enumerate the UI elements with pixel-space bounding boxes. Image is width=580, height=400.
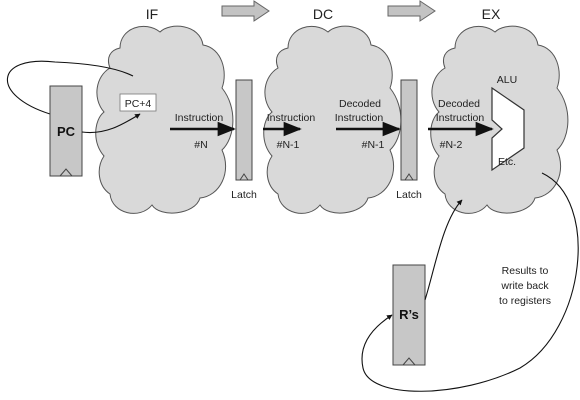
pc-feedback-loop — [6, 60, 134, 115]
pc-plus-4-label: PC+4 — [125, 98, 152, 110]
flow-3-line2: Instruction — [436, 112, 485, 124]
flow-3-tag: #N-2 — [440, 139, 463, 151]
flow-1-line1: Instruction — [267, 112, 316, 124]
latch-1-label: Latch — [231, 189, 257, 201]
flow-2-line2: Instruction — [335, 112, 384, 124]
latch-2-label: Latch — [396, 189, 422, 201]
flow-2-line1: Decoded — [339, 98, 381, 110]
register-file — [392, 264, 426, 366]
if-dc-latch — [235, 79, 253, 181]
latch-2-clock-mark — [404, 173, 414, 181]
regfile-to-ex-arrow — [424, 199, 463, 301]
alu-label: ALU — [497, 74, 517, 86]
flow-0-line1: Instruction — [175, 112, 224, 124]
latch-1-clock-mark — [239, 173, 249, 181]
pc-label: PC — [57, 124, 76, 139]
pc-plus-4-box — [119, 93, 157, 112]
stage-arrow-2 — [387, 0, 436, 22]
alu-etc-label: Etc. — [498, 156, 516, 168]
flow-0-tag: #N — [194, 139, 207, 151]
stage-label-if: IF — [146, 6, 158, 22]
dc-ex-latch — [400, 79, 418, 181]
writeback-line-2: write back — [500, 280, 549, 292]
if-stage-cloud — [95, 25, 234, 214]
stage-arrow-1 — [221, 0, 270, 22]
writeback-line-3: to registers — [499, 295, 551, 307]
alu-symbol — [491, 86, 525, 172]
writeback-loop — [361, 172, 579, 392]
stage-label-ex: EX — [482, 6, 501, 22]
flow-3-line1: Decoded — [438, 98, 480, 110]
pc-register — [49, 85, 83, 177]
pc-clock-mark — [59, 168, 73, 177]
writeback-line-1: Results to — [502, 265, 549, 277]
flow-2-tag: #N-1 — [362, 139, 385, 151]
dc-stage-cloud — [263, 25, 402, 214]
stage-label-dc: DC — [313, 6, 333, 22]
pc-to-adder-arrow — [81, 113, 141, 134]
register-file-label: R’s — [399, 307, 419, 322]
flow-1-tag: #N-1 — [277, 139, 300, 151]
register-file-clock-mark — [402, 357, 416, 366]
